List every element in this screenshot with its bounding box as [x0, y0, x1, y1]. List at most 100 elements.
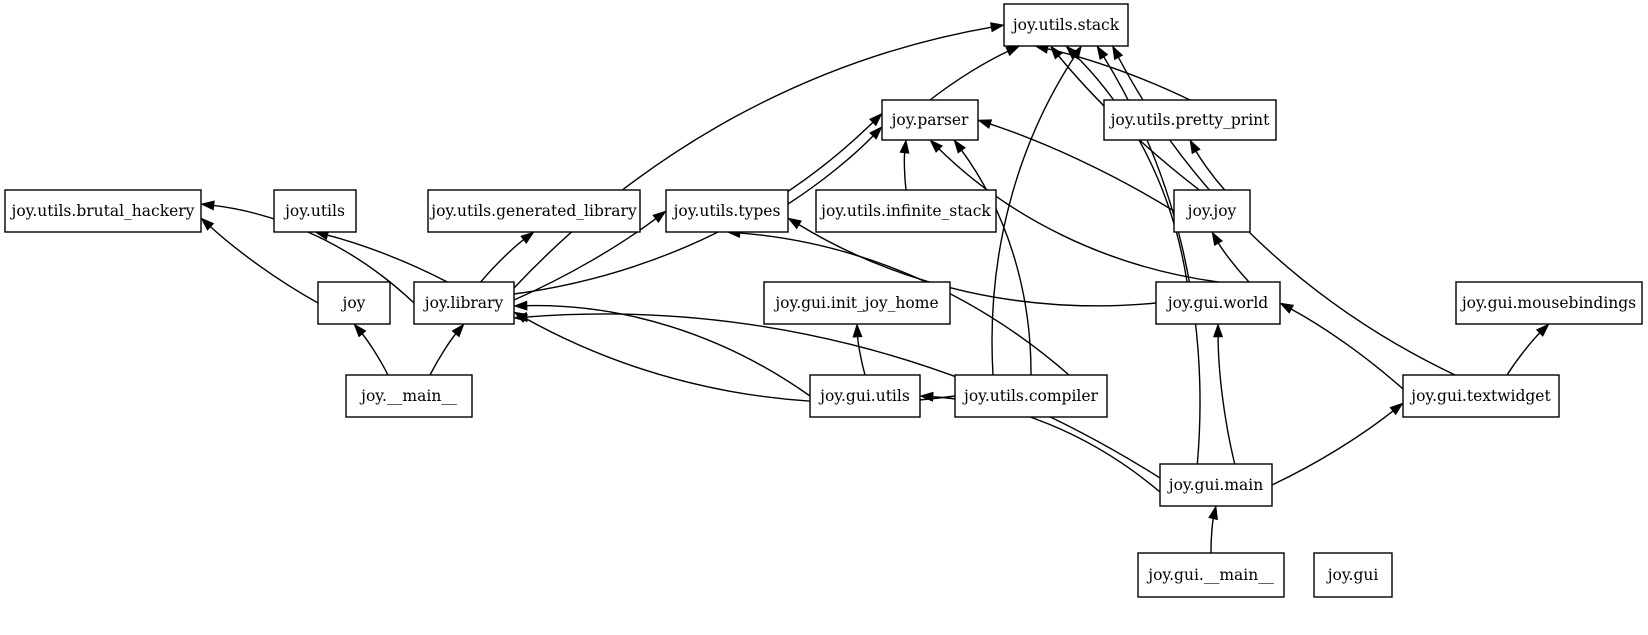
arrowhead-joy-gui-textwidget-to-joy-gui-mousebindings	[1535, 323, 1550, 337]
node-joy-utils-brutal-hackery[interactable]: joy.utils.brutal_hackery	[4, 189, 202, 233]
node-label-joy-utils: joy.utils	[283, 202, 345, 220]
node-box-joy-joy[interactable]	[1173, 189, 1251, 233]
edge-joy-utils-infinite-stack-to-joy-parser	[903, 150, 907, 191]
edge-joy-gui-world-to-joy-joy	[1216, 240, 1250, 283]
edge-joy-main-to-joy	[360, 331, 389, 376]
node-label-joy-utils-pretty-print: joy.utils.pretty_print	[1109, 111, 1271, 129]
node-joy-gui-main[interactable]: joy.gui.main	[1159, 463, 1273, 507]
node-box-joy-gui[interactable]	[1313, 552, 1393, 598]
node-box-joy-gui-init-joy-home[interactable]	[763, 281, 951, 325]
arrowhead-joy-gui-world-to-joy-parser	[929, 139, 943, 153]
node-box-joy-gui-main[interactable]	[1159, 463, 1273, 507]
arrowhead-joy-gui-main-to-joy-library	[513, 311, 528, 322]
node-joy-utils-compiler[interactable]: joy.utils.compiler	[954, 374, 1108, 418]
arrowhead-joy-utils-types-to-joy-parser	[869, 126, 883, 140]
node-joy-utils-stack[interactable]: joy.utils.stack	[1003, 3, 1129, 47]
node-box-joy-gui-mousebindings[interactable]	[1455, 281, 1643, 325]
node-box-joy-utils-brutal-hackery[interactable]	[4, 189, 202, 233]
node-box-joy-utils-pretty-print[interactable]	[1103, 99, 1277, 141]
edge-joy-utils-compiler-to-joy-utils-types	[737, 232, 1070, 376]
arrowhead-joy-gui-utils-to-joy-gui-init-joy-home	[852, 323, 863, 338]
arrowhead-joy-main-to-joy	[353, 323, 367, 338]
arrowhead-joy-main-to-joy-library	[451, 323, 465, 338]
arrowhead-joy-to-joy-utils-brutal-hackery	[200, 217, 215, 231]
edge-joy-gui-main-to-joy-gui-world	[1217, 334, 1236, 465]
arrowhead-joy-library-to-joy-utils-generated-library	[520, 231, 535, 244]
node-joy-gui-textwidget[interactable]: joy.gui.textwidget	[1402, 374, 1560, 418]
edge-joy-library-to-joy-utils-types	[513, 216, 659, 301]
node-box-joy[interactable]	[317, 281, 391, 325]
node-label-joy-utils-infinite-stack: joy.utils.infinite_stack	[819, 202, 991, 220]
node-label-joy-gui-world: joy.gui.world	[1166, 294, 1269, 312]
node-joy-utils-generated-library[interactable]: joy.utils.generated_library	[427, 189, 641, 233]
node-label-joy-gui-main: joy.gui.__main__	[1146, 566, 1274, 584]
node-joy-joy[interactable]: joy.joy	[1173, 189, 1251, 233]
arrowhead-joy-gui-main-to-joy-gui-textwidget	[1389, 402, 1404, 416]
node-joy-gui-world[interactable]: joy.gui.world	[1155, 281, 1281, 325]
node-box-joy-gui-textwidget[interactable]	[1402, 374, 1560, 418]
arrowhead-joy-gui-main-to-joy-gui-utils	[919, 391, 934, 402]
arrowhead-joy-library-to-joy-utils-types	[652, 210, 667, 224]
edge-joy-parser-to-joy-utils-stack	[929, 49, 1011, 101]
edge-joy-library-to-joy-utils-brutal-hackery	[211, 204, 415, 304]
edge-joy-gui-world-to-joy-parser	[936, 146, 1219, 283]
node-label-joy-utils-compiler: joy.utils.compiler	[962, 387, 1098, 405]
node-box-joy-utils-infinite-stack[interactable]	[815, 189, 997, 233]
arrowhead-joy-gui-textwidget-to-joy-utils-stack	[1112, 45, 1124, 61]
arrowhead-joy-gui-main-to-joy-gui-main	[1208, 505, 1218, 521]
edge-joy-gui-world-to-joy-utils-types	[796, 222, 1157, 307]
arrowhead-joy-gui-world-to-joy-utils-types	[787, 217, 802, 230]
node-box-joy-utils[interactable]	[273, 189, 357, 233]
arrowhead-joy-utils-infinite-stack-to-joy-parser	[899, 139, 910, 154]
node-box-joy-gui-utils[interactable]	[809, 374, 921, 418]
node-label-joy-gui-init-joy-home: joy.gui.init_joy_home	[773, 294, 938, 312]
node-label-joy-utils-brutal-hackery: joy.utils.brutal_hackery	[10, 202, 195, 220]
node-box-joy-gui-world[interactable]	[1155, 281, 1281, 325]
edge-joy-utils-compiler-to-joy-utils-stack	[991, 54, 1077, 376]
arrowhead-joy-joy-to-joy-utils-pretty-print	[1189, 139, 1201, 155]
edge-joy-library-to-joy-utils-stack	[513, 26, 994, 289]
node-joy-gui-utils[interactable]: joy.gui.utils	[809, 374, 921, 418]
node-box-joy-parser[interactable]	[881, 99, 979, 141]
node-box-joy-library[interactable]	[413, 281, 515, 325]
edge-joy-gui-main-to-joy-library	[524, 313, 1161, 479]
arrowhead-joy-joy-to-joy-parser	[977, 119, 993, 129]
node-box-joy-utils-generated-library[interactable]	[427, 189, 641, 233]
node-joy-gui-main[interactable]: joy.gui.__main__	[1137, 552, 1285, 598]
node-joy-library[interactable]: joy.library	[413, 281, 515, 325]
node-joy-main[interactable]: joy.__main__	[345, 374, 473, 418]
edge-joy-main-to-joy-library	[429, 331, 458, 376]
node-label-joy-parser: joy.parser	[890, 111, 969, 129]
edge-joy-gui-textwidget-to-joy-gui-mousebindings	[1506, 330, 1542, 376]
arrowhead-joy-gui-main-to-joy-gui-world	[1213, 323, 1224, 338]
node-box-joy-utils-types[interactable]	[665, 189, 789, 233]
edge-joy-utils-types-to-joy-parser	[787, 133, 876, 205]
node-box-joy-utils-stack[interactable]	[1003, 3, 1129, 47]
node-joy-gui-init-joy-home[interactable]: joy.gui.init_joy_home	[763, 281, 951, 325]
node-layer: joy.utils.stack joy.parser joy.utils.prett…	[4, 3, 1643, 598]
node-joy-utils-pretty-print[interactable]: joy.utils.pretty_print	[1103, 99, 1277, 141]
node-label-joy-utils-generated-library: joy.utils.generated_library	[429, 202, 637, 220]
arrowhead-joy-gui-main-to-joy-utils-stack	[1096, 45, 1109, 60]
node-box-joy-utils-compiler[interactable]	[954, 374, 1108, 418]
edge-joy-library-to-joy-parser	[513, 120, 876, 295]
node-joy-utils-types[interactable]: joy.utils.types	[665, 189, 789, 233]
node-joy-parser[interactable]: joy.parser	[881, 99, 979, 141]
node-box-joy-main[interactable]	[345, 374, 473, 418]
node-label-joy-utils-stack: joy.utils.stack	[1011, 16, 1120, 34]
node-joy-gui[interactable]: joy.gui	[1313, 552, 1393, 598]
node-label-joy-main: joy.__main__	[359, 387, 457, 405]
node-joy-utils-infinite-stack[interactable]: joy.utils.infinite_stack	[815, 189, 997, 233]
node-joy-utils[interactable]: joy.utils	[273, 189, 357, 233]
node-label-joy-library: joy.library	[423, 294, 504, 312]
node-joy-gui-mousebindings[interactable]: joy.gui.mousebindings	[1455, 281, 1643, 325]
node-joy[interactable]: joy	[317, 281, 391, 325]
arrowhead-joy-gui-world-to-joy-joy	[1211, 231, 1223, 247]
edge-joy-library-to-joy-utils-generated-library	[480, 237, 526, 283]
arrowhead-joy-joy-to-joy-utils-stack	[1049, 45, 1063, 60]
node-label-joy-gui-textwidget: joy.gui.textwidget	[1409, 387, 1551, 405]
node-box-joy-gui-main[interactable]	[1137, 552, 1285, 598]
node-label-joy-joy: joy.joy	[1186, 202, 1237, 220]
